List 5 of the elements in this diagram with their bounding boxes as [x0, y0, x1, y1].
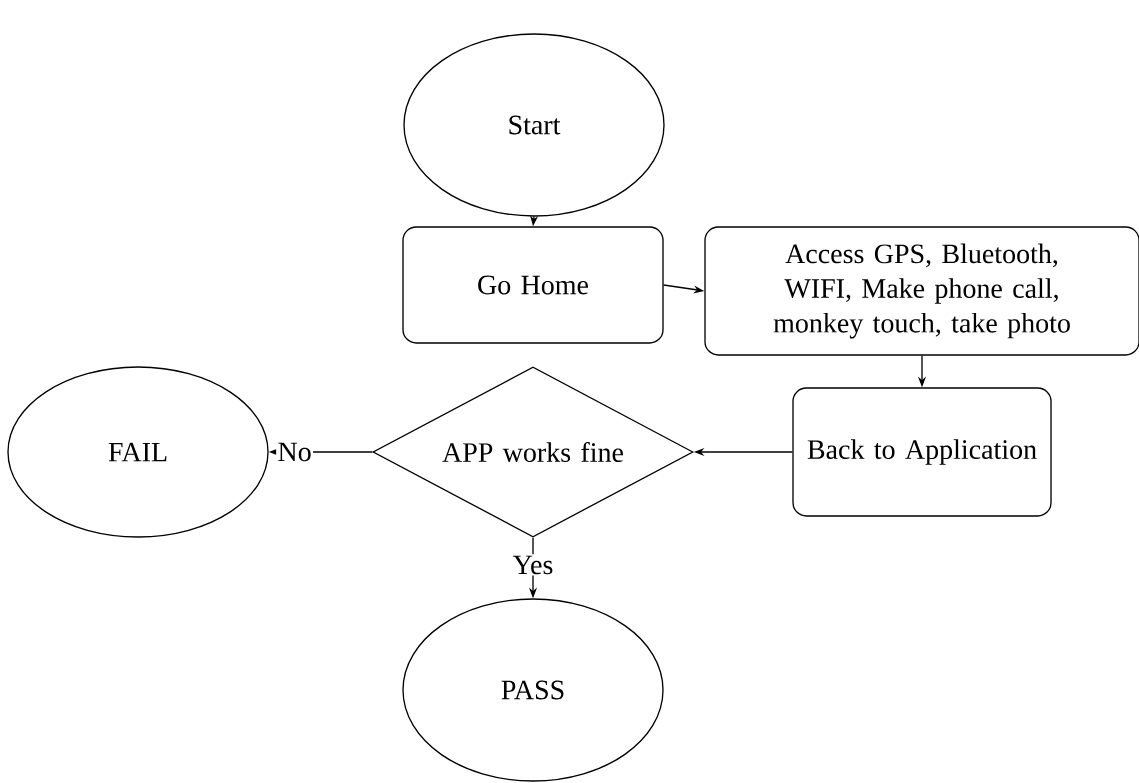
edge-label: No [276, 441, 314, 463]
process-box: Go Home [402, 226, 664, 344]
process-box: Back to Application [792, 387, 1052, 517]
process-box: Access GPS, Bluetooth, WIFI, Make phone call, monkey touch, take photo [704, 226, 1139, 356]
edge-label: Yes [511, 554, 555, 576]
